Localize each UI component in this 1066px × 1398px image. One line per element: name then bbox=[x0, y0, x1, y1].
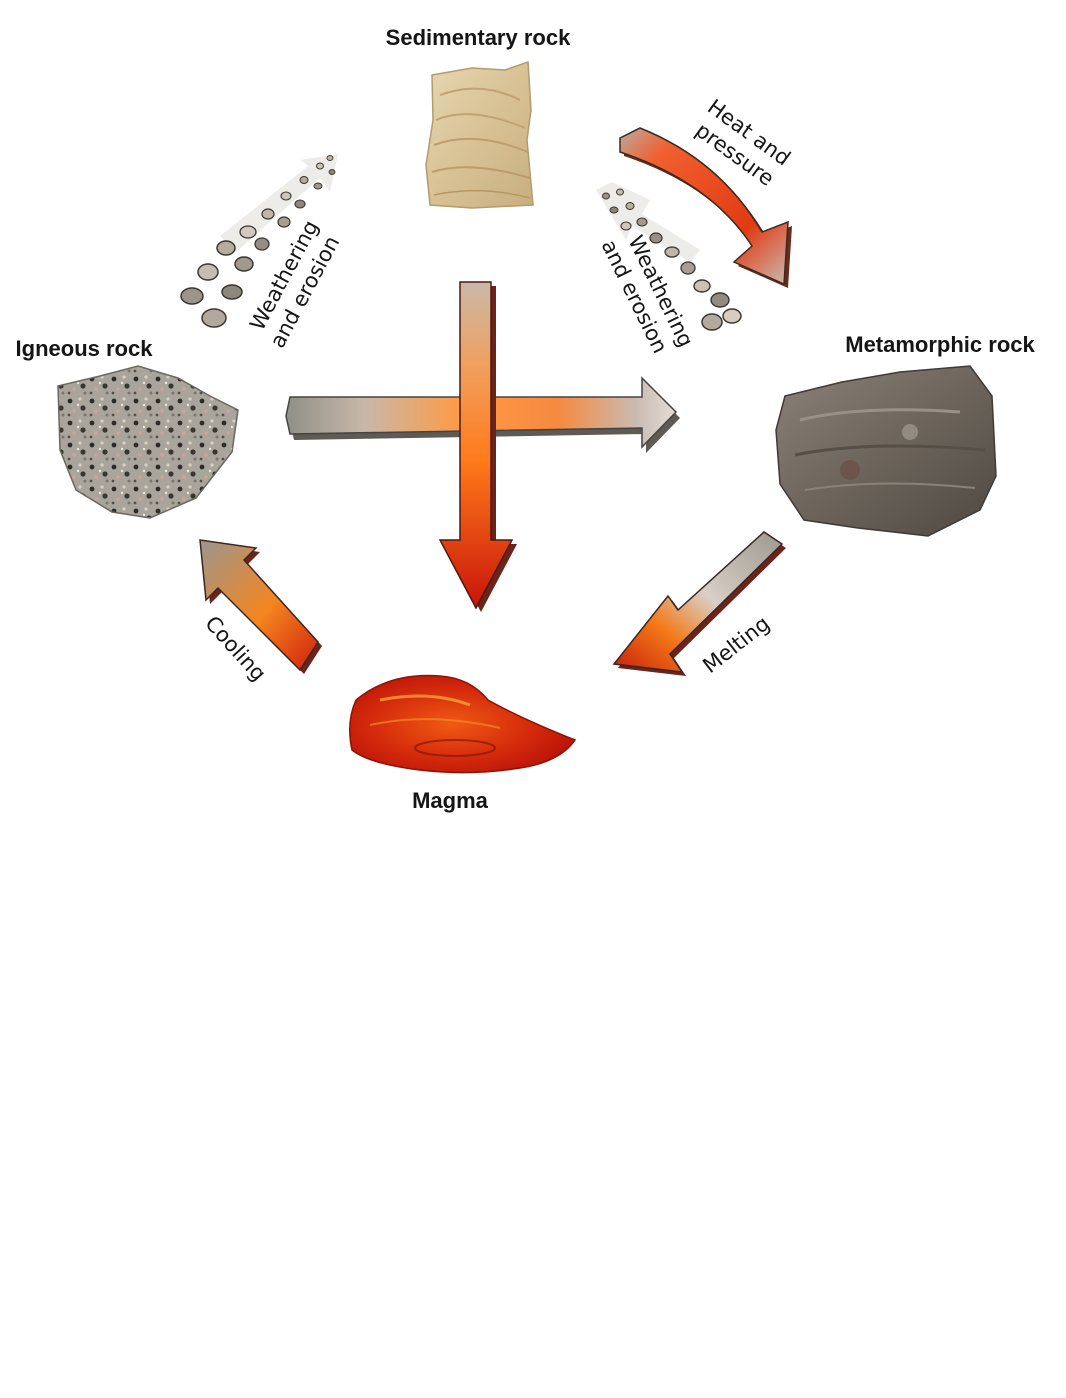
weathering-left-pebbles bbox=[180, 154, 338, 328]
magma-image bbox=[349, 674, 577, 774]
metamorphic-rock-title: Metamorphic rock bbox=[845, 332, 1035, 357]
cooling-arrow bbox=[199, 539, 322, 674]
sedimentary-rock-image bbox=[425, 60, 534, 209]
igneous-rock-title: Igneous rock bbox=[16, 336, 154, 361]
to-magma-arrow bbox=[438, 281, 517, 612]
magma-title: Magma bbox=[412, 788, 489, 813]
melting-arrow bbox=[612, 531, 786, 676]
weathering-right-pebbles bbox=[596, 182, 742, 331]
metamorphic-rock-image bbox=[775, 365, 997, 537]
heat-pressure-arrow bbox=[619, 127, 792, 288]
sedimentary-rock-title: Sedimentary rock bbox=[386, 25, 571, 50]
igneous-rock-image bbox=[57, 365, 239, 519]
